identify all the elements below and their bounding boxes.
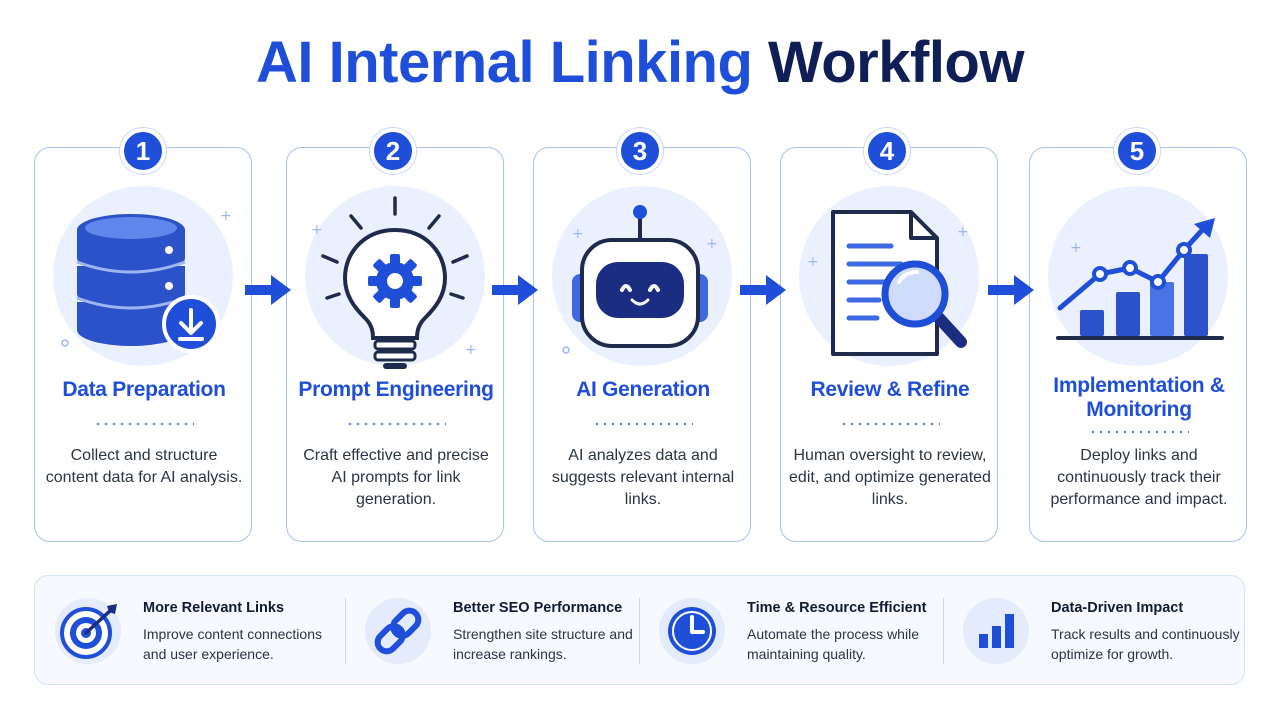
step-card-1: + Data Preparation Collect and structure…	[34, 147, 252, 542]
step-number-badge: 4	[864, 128, 910, 174]
benefit-description: Track results and continuously optimize …	[1051, 626, 1240, 662]
svg-text:+: +	[220, 208, 232, 224]
svg-text:+: +	[1070, 240, 1082, 256]
svg-text:+: +	[706, 236, 718, 252]
step-title: Prompt Engineering	[298, 378, 494, 401]
benefit-title: Data-Driven Impact	[1051, 600, 1184, 616]
svg-text:+: +	[465, 342, 477, 358]
arrow-right-icon	[740, 275, 786, 305]
page-title: AI Internal Linking Workflow	[0, 28, 1280, 98]
step-card-5: + Implementation & Monitoring Deploy lin…	[1029, 147, 1247, 542]
benefit-title: More Relevant Links	[143, 600, 285, 616]
svg-text:+: +	[572, 226, 584, 242]
benefit-relevant-links: More Relevant Links Improve content conn…	[35, 576, 335, 686]
title-part-2: Workflow	[768, 30, 1024, 95]
svg-text:+: +	[957, 224, 969, 240]
database-download-icon: +	[61, 208, 232, 353]
step-card-2: + + Prompt Engineering Craft effective a…	[286, 147, 504, 542]
divider	[345, 598, 346, 664]
divider	[943, 598, 944, 664]
bar-chart-icon	[979, 614, 1014, 648]
dotted-divider	[593, 422, 693, 426]
robot-icon: + +	[562, 205, 718, 354]
svg-text:+: +	[807, 254, 819, 270]
growth-chart-icon: +	[1056, 218, 1224, 340]
divider	[639, 598, 640, 664]
target-icon	[60, 604, 117, 659]
benefit-title: Time & Resource Efficient	[747, 600, 927, 616]
lightbulb-gear-icon: + +	[311, 196, 477, 369]
dotted-divider	[346, 422, 446, 426]
step-description: Craft effective and precise AI prompts f…	[303, 447, 489, 508]
step-title: Data Preparation	[62, 378, 226, 401]
step-card-4: + + Review & Refine Human oversight to r…	[780, 147, 998, 542]
arrow-right-icon	[988, 275, 1034, 305]
step-title: AI Generation	[576, 378, 710, 401]
benefit-title: Better SEO Performance	[453, 600, 623, 616]
step-description: Collect and structure content data for A…	[45, 447, 243, 486]
step-number-badge: 2	[370, 128, 416, 174]
benefit-description: Automate the process while maintaining q…	[747, 626, 919, 662]
step-title: Review & Refine	[810, 378, 970, 401]
svg-text:+: +	[311, 222, 323, 238]
step-title: Implementation & Monitoring	[1053, 374, 1225, 421]
document-magnifier-icon: + +	[807, 210, 969, 356]
title-part-1: AI Internal Linking	[256, 30, 753, 95]
step-description: Deploy links and continuously track thei…	[1050, 447, 1228, 508]
benefit-time-efficient: Time & Resource Efficient Automate the p…	[639, 576, 939, 686]
step-number-badge: 5	[1114, 128, 1160, 174]
benefit-data-driven: Data-Driven Impact Track results and con…	[943, 576, 1243, 686]
benefit-seo-performance: Better SEO Performance Strengthen site s…	[345, 576, 645, 686]
step-card-3: + + AI Generation AI analyzes data and s…	[533, 147, 751, 542]
benefit-description: Improve content connections and user exp…	[143, 626, 322, 662]
dotted-divider	[840, 422, 940, 426]
step-description: Human oversight to review, edit, and opt…	[789, 447, 991, 508]
dotted-divider	[94, 422, 194, 426]
icon-background	[365, 598, 431, 664]
step-number-badge: 1	[120, 128, 166, 174]
link-icon	[374, 607, 422, 655]
arrow-right-icon	[492, 275, 538, 305]
benefit-description: Strengthen site structure and increase r…	[453, 626, 633, 662]
step-number-badge: 3	[617, 128, 663, 174]
arrow-right-icon	[245, 275, 291, 305]
icon-background	[55, 598, 121, 664]
benefits-panel: More Relevant Links Improve content conn…	[34, 575, 1245, 685]
icon-background	[963, 598, 1029, 664]
dotted-divider	[1089, 430, 1189, 434]
icon-background	[659, 598, 725, 664]
step-description: AI analyzes data and suggests relevant i…	[551, 447, 735, 508]
clock-icon	[668, 607, 716, 655]
